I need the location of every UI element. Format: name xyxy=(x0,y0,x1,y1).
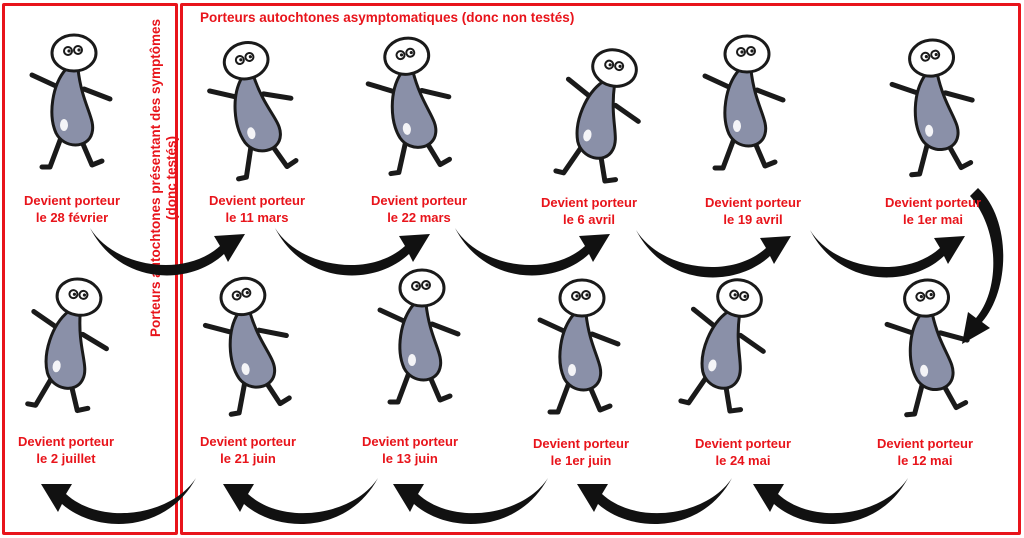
carrier-caption: Devient porteur le 12 mai xyxy=(855,435,995,469)
asymptomatic-frame-title: Porteurs autochtones asymptomatiques (do… xyxy=(200,10,575,25)
carrier-figure-21-juin xyxy=(198,272,298,416)
carrier-caption-label: Devient porteur xyxy=(23,193,121,208)
carrier-caption-label: Devient porteur xyxy=(540,195,638,210)
carrier-caption: Devient porteur le 28 février xyxy=(2,192,142,226)
carrier-caption-date: le 19 avril xyxy=(723,212,783,227)
carrier-caption-label: Devient porteur xyxy=(208,193,306,208)
carrier-caption-date: le 1er juin xyxy=(550,453,612,468)
carrier-caption-label: Devient porteur xyxy=(694,436,792,451)
carrier-caption-label: Devient porteur xyxy=(884,195,982,210)
arrow-1ermai-to-12mai xyxy=(962,188,1004,344)
arrow-13juin-to-21juin xyxy=(223,478,378,524)
carrier-caption: Devient porteur le 21 juin xyxy=(178,433,318,467)
carrier-caption-date: le 22 mars xyxy=(387,210,451,225)
carrier-caption: Devient porteur le 22 mars xyxy=(349,192,489,226)
carrier-caption-date: le 24 mai xyxy=(715,453,771,468)
arrow-1erjuin-to-13juin xyxy=(393,478,548,524)
carrier-caption: Devient porteur le 6 avril xyxy=(519,194,659,228)
carrier-figure-24-mai xyxy=(671,270,779,417)
carrier-caption: Devient porteur le 13 juin xyxy=(340,433,480,467)
carrier-caption-label: Devient porteur xyxy=(17,434,115,449)
carrier-figure-1er-mai xyxy=(888,36,979,175)
carrier-caption-label: Devient porteur xyxy=(704,195,802,210)
carrier-caption-date: le 2 juillet xyxy=(36,451,96,466)
carrier-caption: Devient porteur le 11 mars xyxy=(187,192,327,226)
carrier-caption: Devient porteur le 24 mai xyxy=(673,435,813,469)
carrier-caption-date: le 13 juin xyxy=(382,451,438,466)
carrier-figure-2-juillet xyxy=(18,272,118,416)
carrier-caption: Devient porteur le 1er mai xyxy=(863,194,1003,228)
carrier-figure-19-avril xyxy=(705,36,783,168)
carrier-caption-date: le 1er mai xyxy=(903,212,963,227)
carrier-figure-6-avril xyxy=(546,40,654,187)
carrier-figure-11-mars xyxy=(201,36,305,181)
carrier-caption-label: Devient porteur xyxy=(361,434,459,449)
arrow-19avril-to-1ermai xyxy=(810,230,965,278)
carrier-caption-label: Devient porteur xyxy=(876,436,974,451)
arrow-6avril-to-19avril xyxy=(636,230,791,278)
carrier-caption-date: le 21 juin xyxy=(220,451,276,466)
carrier-figure-28-fevrier xyxy=(32,35,110,167)
carrier-caption-date: le 11 mars xyxy=(225,210,289,225)
arrow-22mars-to-6avril xyxy=(455,228,610,276)
carrier-caption-label: Devient porteur xyxy=(199,434,297,449)
carrier-figure-12-mai xyxy=(883,276,974,415)
arrow-11mars-to-22mars xyxy=(275,228,430,276)
carrier-caption: Devient porteur le 2 juillet xyxy=(0,433,136,467)
carrier-caption-date: le 12 mai xyxy=(897,453,953,468)
carrier-caption-label: Devient porteur xyxy=(370,193,468,208)
carrier-figure-13-juin xyxy=(380,270,458,402)
arrow-12mai-to-24mai xyxy=(753,478,908,524)
carrier-figure-22-mars xyxy=(363,33,459,175)
carrier-figure-1er-juin xyxy=(540,280,618,412)
carrier-caption: Devient porteur le 19 avril xyxy=(683,194,823,228)
arrow-28fev-to-11mars xyxy=(90,228,245,276)
carrier-caption: Devient porteur le 1er juin xyxy=(511,435,651,469)
carrier-caption-date: le 28 février xyxy=(35,210,109,225)
arrow-21juin-to-2juillet xyxy=(41,478,196,524)
carrier-caption-label: Devient porteur xyxy=(532,436,630,451)
arrow-24mai-to-1erjuin xyxy=(577,478,732,524)
carrier-caption-date: le 6 avril xyxy=(562,212,616,227)
